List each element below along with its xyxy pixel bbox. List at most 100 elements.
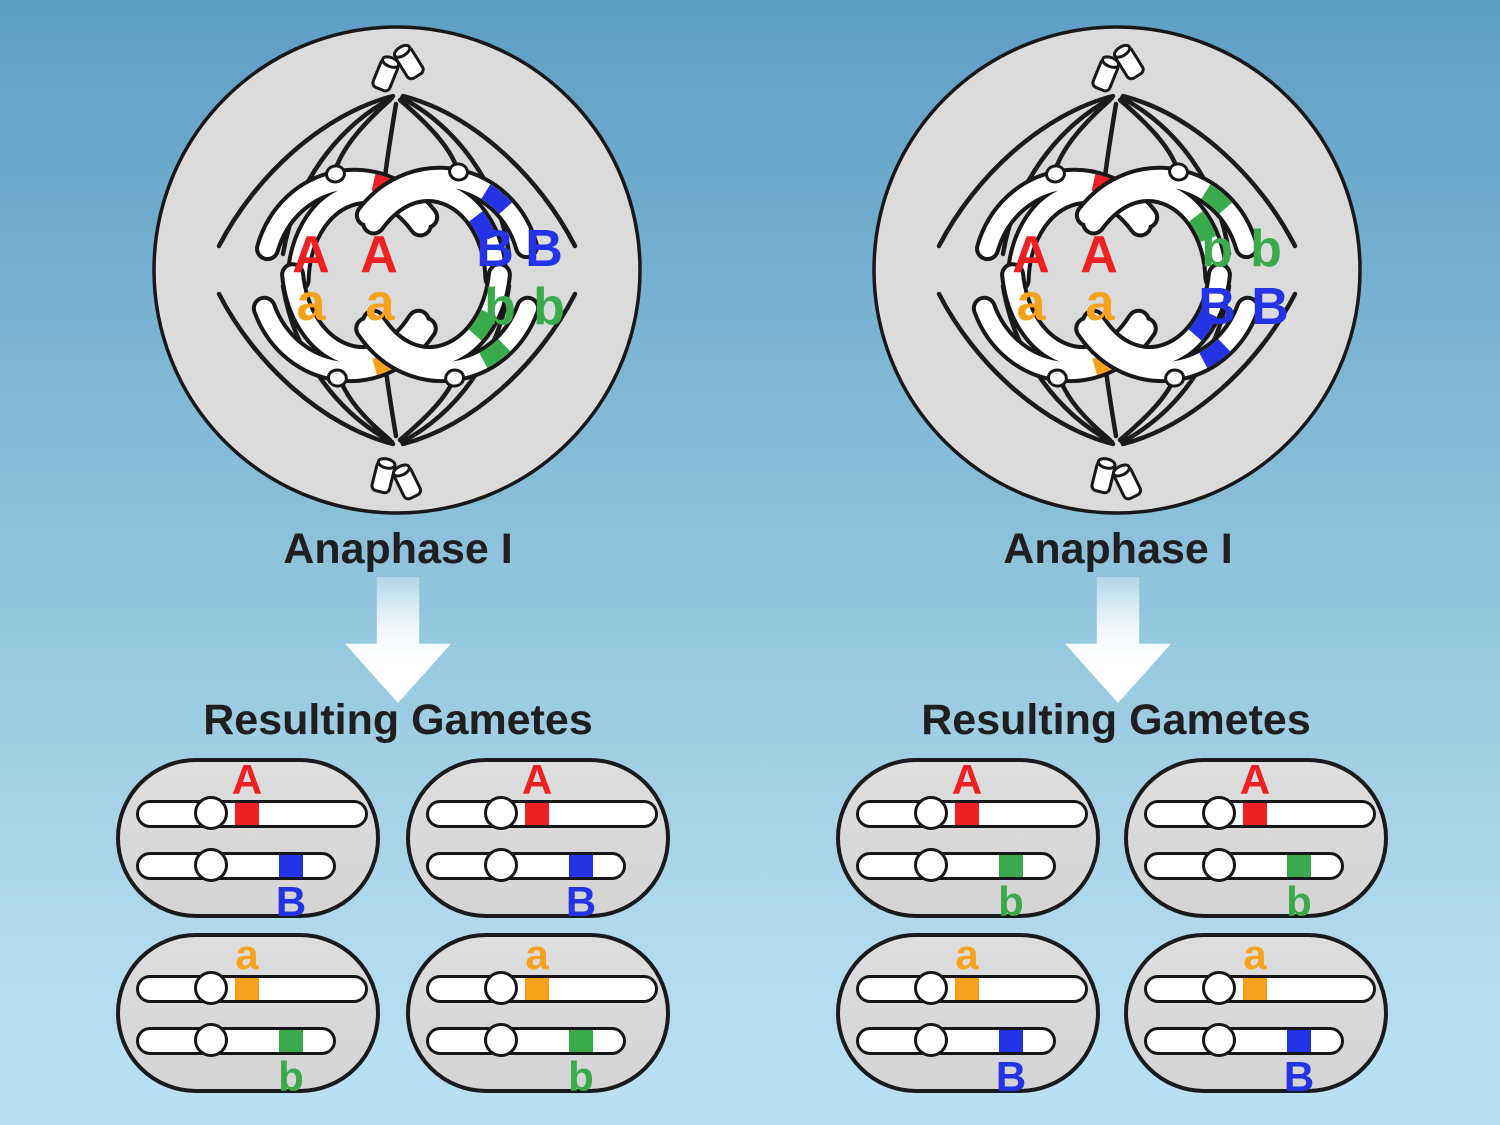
chromosome-bar	[136, 796, 368, 830]
allele-label: B	[1283, 1053, 1315, 1100]
spindle-fibers-top	[216, 93, 578, 257]
centromere	[194, 848, 228, 882]
gamete-cell: a b	[406, 931, 670, 1098]
allele-band	[525, 803, 549, 825]
gamete-cell: A B	[116, 756, 380, 923]
gametes-heading-right: Resulting Gametes	[921, 696, 1311, 744]
allele-label: b	[1250, 220, 1282, 278]
allele-band	[569, 1030, 593, 1052]
allele-label: a	[1017, 274, 1047, 332]
cell-membrane	[152, 25, 642, 515]
gamete-cell: a b	[116, 931, 380, 1098]
chromosome-bar	[426, 1023, 626, 1057]
chromosome-bar	[426, 971, 658, 1005]
chromosome-bar	[1144, 796, 1376, 830]
allele-label: a	[366, 274, 396, 332]
meiosis-cell-left: A A a a B B b b	[152, 25, 642, 515]
phase-label-left: Anaphase I	[283, 525, 513, 573]
chromosome-bar	[426, 796, 658, 830]
allele-band	[999, 855, 1023, 877]
chromosome-bar	[856, 796, 1088, 830]
centromere	[1202, 848, 1236, 882]
allele-label: A	[1012, 226, 1050, 284]
centromere	[194, 1023, 228, 1057]
allele-band	[235, 803, 259, 825]
allele-band	[525, 978, 549, 1000]
allele-label: A	[231, 756, 263, 803]
allele-label: B	[995, 1053, 1027, 1100]
allele-label: A	[951, 756, 983, 803]
chromosome-bar	[1144, 971, 1376, 1005]
gamete-cell: A b	[836, 756, 1100, 923]
allele-band	[999, 1030, 1023, 1052]
chromosome-bar	[136, 848, 336, 882]
centromere	[914, 848, 948, 882]
allele-band	[1243, 978, 1267, 1000]
centromere	[484, 1023, 518, 1057]
allele-label: b	[484, 278, 516, 336]
allele-label: A	[1080, 226, 1118, 284]
chromosome-bar	[856, 971, 1088, 1005]
gamete-cell: a B	[836, 931, 1100, 1098]
spindle-fibers-top	[936, 93, 1298, 257]
centromere	[484, 796, 518, 830]
down-arrow-icon	[1065, 577, 1171, 703]
allele-label: B	[1251, 278, 1289, 336]
chromosome-bar	[856, 1023, 1056, 1057]
allele-label: b	[1286, 878, 1312, 925]
centromere	[194, 971, 228, 1005]
chromosome-bar	[426, 848, 626, 882]
allele-label: b	[568, 1053, 594, 1100]
allele-label: a	[297, 274, 327, 332]
phase-label-right: Anaphase I	[1003, 525, 1233, 573]
allele-label: b	[998, 878, 1024, 925]
centromere	[484, 848, 518, 882]
allele-label: b	[533, 278, 565, 336]
chromosome-bar	[856, 848, 1056, 882]
allele-label: b	[278, 1053, 304, 1100]
allele-label: B	[525, 220, 563, 278]
allele-band	[1287, 855, 1311, 877]
centromere	[1202, 971, 1236, 1005]
chromosome-bar	[1144, 1023, 1344, 1057]
gamete-cell: A b	[1124, 756, 1388, 923]
gamete-cell: A B	[406, 756, 670, 923]
centromere	[914, 1023, 948, 1057]
allele-label: a	[235, 931, 259, 978]
down-arrow-icon	[345, 577, 451, 703]
allele-label: A	[360, 226, 398, 284]
allele-band	[955, 978, 979, 1000]
allele-band	[955, 803, 979, 825]
centromere	[1202, 1023, 1236, 1057]
chromosome-bar	[136, 971, 368, 1005]
allele-band	[279, 855, 303, 877]
allele-band	[569, 855, 593, 877]
allele-label: a	[1243, 931, 1267, 978]
allele-label: b	[1201, 220, 1233, 278]
allele-label: B	[476, 220, 514, 278]
allele-label: A	[292, 226, 330, 284]
allele-label: A	[1239, 756, 1271, 803]
centromere	[1202, 796, 1236, 830]
allele-band	[279, 1030, 303, 1052]
allele-band	[1287, 1030, 1311, 1052]
allele-label: B	[275, 878, 307, 925]
gametes-heading-left: Resulting Gametes	[203, 696, 593, 744]
allele-label: a	[525, 931, 549, 978]
allele-label: B	[1198, 278, 1236, 336]
allele-label: B	[565, 878, 597, 925]
cell-membrane	[872, 25, 1362, 515]
allele-label: a	[955, 931, 979, 978]
gamete-cell: a B	[1124, 931, 1388, 1098]
allele-band	[1243, 803, 1267, 825]
allele-label: A	[521, 756, 553, 803]
allele-label: a	[1086, 274, 1116, 332]
centromere	[914, 796, 948, 830]
centromere	[194, 796, 228, 830]
centromere	[484, 971, 518, 1005]
centromere	[914, 971, 948, 1005]
allele-band	[235, 978, 259, 1000]
chromosome-bar	[1144, 848, 1344, 882]
chromosome-bar	[136, 1023, 336, 1057]
